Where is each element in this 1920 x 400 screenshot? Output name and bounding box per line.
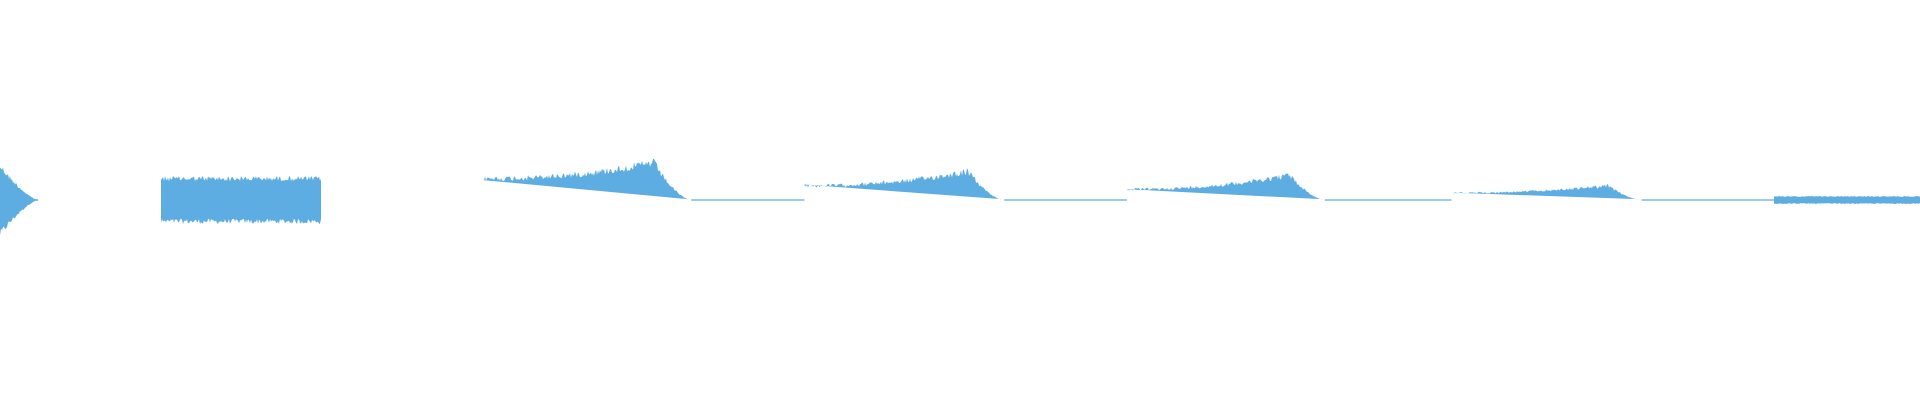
waveform-clip-5 bbox=[1127, 173, 1324, 200]
waveform-clip-4 bbox=[804, 168, 1003, 200]
waveform-clip-2 bbox=[161, 176, 321, 224]
waveform-clip-6 bbox=[1452, 184, 1641, 200]
waveform-clip-3 bbox=[484, 158, 690, 200]
waveform-clip-1 bbox=[0, 167, 38, 236]
waveform-clip-7 bbox=[1774, 196, 1920, 204]
